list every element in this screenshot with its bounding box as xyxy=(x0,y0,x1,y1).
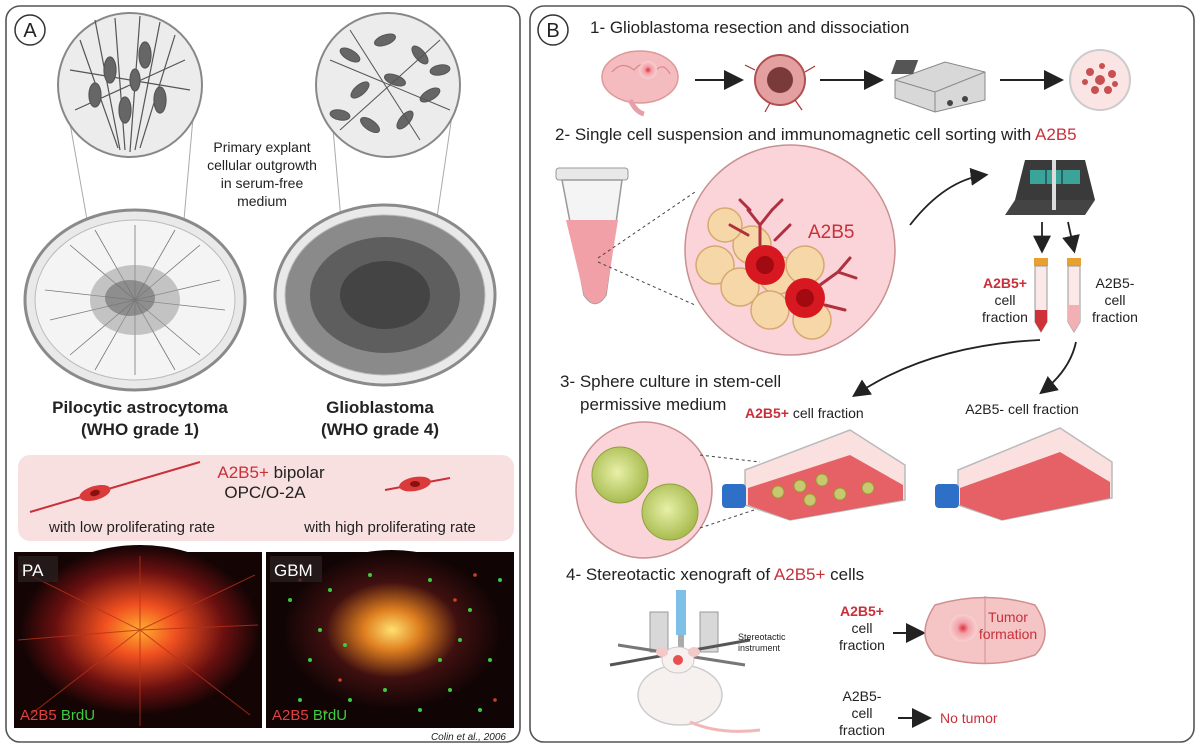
neg-fraction-tube xyxy=(1067,258,1081,333)
result-pos-marker: A2B5+ xyxy=(840,603,884,619)
high-rate-label: with high proliferating rate xyxy=(303,519,476,536)
curved-arrow-to-sorter xyxy=(909,167,989,226)
instrument-label-line2: instrument xyxy=(738,643,781,653)
high-proliferating-cell xyxy=(384,476,451,492)
arrow-pos-to-sphere xyxy=(852,339,1041,397)
antibody-label: A2B5 xyxy=(808,222,854,243)
pa-stain-legend: A2B5 BrdU xyxy=(20,707,95,724)
tumor-formation-line1: Tumor xyxy=(988,609,1028,625)
pos-fraction-marker: A2B5+ xyxy=(983,275,1027,291)
explant-caption-line4: medium xyxy=(237,193,287,209)
pa-tag: PA xyxy=(22,561,44,580)
pa-tag-bg xyxy=(18,556,58,582)
tumor-tissue-icon xyxy=(744,54,816,113)
centrifuge-tube-icon xyxy=(555,167,629,305)
low-proliferating-cell xyxy=(29,461,201,513)
explant-caption-line2: cellular outgrowth xyxy=(207,157,317,173)
pos-fraction-tube xyxy=(1034,258,1048,333)
pilocytic-magnified-cells xyxy=(57,12,203,266)
neg-fraction-line1: A2B5- xyxy=(1096,275,1135,291)
gbm-tag-bg xyxy=(270,556,322,582)
flask-zoom-line-top xyxy=(699,454,761,463)
step1-title: 1- Glioblastoma resection and dissociati… xyxy=(590,18,909,37)
glioblastoma-petri-dish xyxy=(273,203,497,387)
result-neg-line3: fraction xyxy=(839,722,885,738)
tumor-right-grade: (WHO grade 4) xyxy=(321,420,439,439)
result-pos-line3: fraction xyxy=(839,637,885,653)
step3-title-line1: 3- Sphere culture in stem-cell xyxy=(560,372,781,391)
brain-icon xyxy=(601,50,679,117)
brain-section-icon xyxy=(924,596,1046,665)
arrow-to-neg-tube xyxy=(1062,221,1080,254)
panel-b-badge xyxy=(537,14,569,46)
result-neg-line1: A2B5- xyxy=(843,688,882,704)
pos-fraction-line3: fraction xyxy=(982,309,1028,325)
explant-caption-line1: Primary explant xyxy=(213,139,310,155)
bipolar-line2: OPC/O-2A xyxy=(224,483,306,502)
panel-a-badge xyxy=(14,14,46,46)
pos-culture-flask xyxy=(722,429,906,521)
pilocytic-petri-dish xyxy=(23,208,247,392)
no-tumor-label: No tumor xyxy=(940,710,998,726)
panel-b-label: B xyxy=(546,20,559,42)
magnetic-separator-icon xyxy=(1005,160,1095,215)
pos-fraction-line2: cell xyxy=(994,292,1015,308)
result-pos-line2: cell xyxy=(851,620,872,636)
bipolar-line1: A2B5+ bipolar xyxy=(217,463,325,482)
tumor-left-name: Pilocytic astrocytoma xyxy=(52,398,228,417)
step2-title: 2- Single cell suspension and immunomagn… xyxy=(555,125,1077,144)
flask-pos-label: A2B5+ cell fraction xyxy=(745,405,864,421)
spheres-magnified-circle xyxy=(575,421,713,559)
flask-neg-label: A2B5- cell fraction xyxy=(965,401,1079,417)
neg-fraction-line3: fraction xyxy=(1092,309,1138,325)
tumor-right-name: Glioblastoma xyxy=(326,398,434,417)
step4-title: 4- Stereotactic xenograft of A2B5+ cells xyxy=(566,565,864,584)
explant-caption-line3: in serum-free xyxy=(221,175,304,191)
neg-fraction-line2: cell xyxy=(1104,292,1125,308)
step3-title-line2: permissive medium xyxy=(580,395,726,414)
low-rate-label: with low proliferating rate xyxy=(48,519,215,536)
cell-suspension-dish-icon xyxy=(1069,49,1131,111)
instrument-label-line1: Stereotactic xyxy=(738,632,786,642)
panel-a-label: A xyxy=(23,20,37,42)
tumor-left-grade: (WHO grade 1) xyxy=(81,420,199,439)
gbm-stain-legend: A2B5 BrdU xyxy=(272,707,347,724)
citation: Colin et al., 2006 xyxy=(431,732,506,743)
dissociator-machine-icon xyxy=(891,60,986,113)
neg-culture-flask xyxy=(935,427,1113,521)
gbm-tag: GBM xyxy=(274,561,313,580)
bipolar-box xyxy=(18,455,514,541)
flask-zoom-line-bottom xyxy=(699,507,761,529)
tumor-formation-line2: formation xyxy=(979,626,1037,642)
cell-sorting-magnified-circle xyxy=(684,144,896,356)
arrow-neg-to-flask xyxy=(1039,341,1077,395)
mouse-icon xyxy=(637,646,761,733)
zoom-line-top xyxy=(597,191,696,259)
result-neg-line2: cell xyxy=(851,705,872,721)
